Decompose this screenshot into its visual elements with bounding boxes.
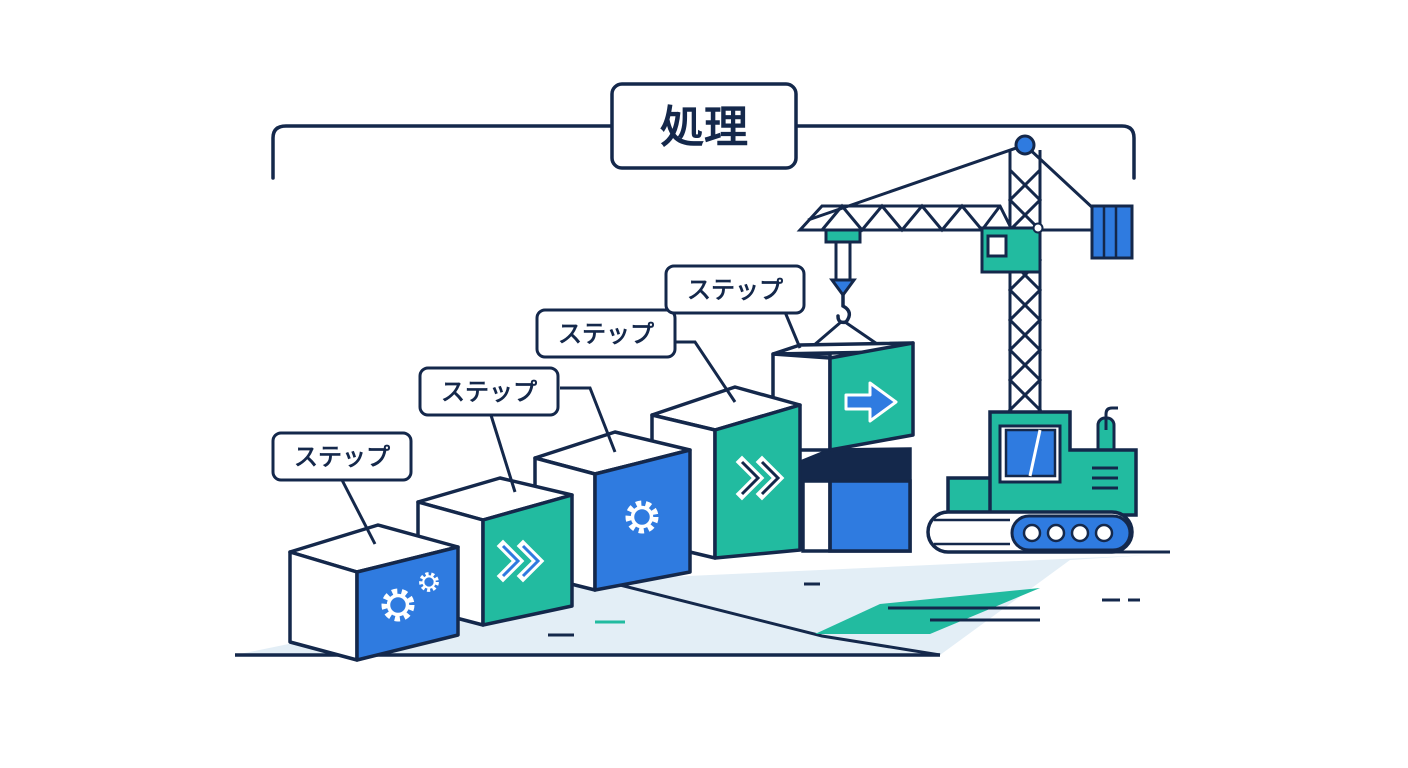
crane-jib bbox=[796, 143, 1097, 233]
crane-base-vehicle bbox=[926, 406, 1138, 554]
step-label-2: ステップ bbox=[418, 366, 560, 417]
leader-lines bbox=[340, 311, 802, 545]
step-label-3: ステップ bbox=[535, 308, 677, 359]
title-bracket bbox=[271, 124, 1136, 180]
crane-top-pivot bbox=[1014, 134, 1036, 156]
step-label-text: ステップ bbox=[441, 378, 538, 406]
crane-cab bbox=[980, 222, 1044, 274]
process-box-1 bbox=[288, 523, 460, 662]
stacked-block bbox=[801, 447, 912, 553]
step-label-1: ステップ bbox=[271, 431, 413, 482]
title-box: 処理 bbox=[610, 82, 798, 170]
ground-plane bbox=[235, 550, 1170, 657]
crane-counterweight bbox=[1090, 204, 1134, 260]
step-label-text: ステップ bbox=[558, 320, 655, 348]
step-label-text: ステップ bbox=[294, 443, 391, 471]
page-title: 処理 bbox=[660, 102, 748, 153]
crane-trolley-hook bbox=[805, 228, 884, 354]
crane bbox=[796, 134, 1134, 452]
crane-mast bbox=[1007, 150, 1043, 452]
arrow-right-icon bbox=[844, 381, 898, 423]
step-label-text: ステップ bbox=[687, 276, 784, 304]
step-label-4: ステップ bbox=[664, 264, 806, 315]
crawler-track bbox=[926, 510, 1134, 554]
